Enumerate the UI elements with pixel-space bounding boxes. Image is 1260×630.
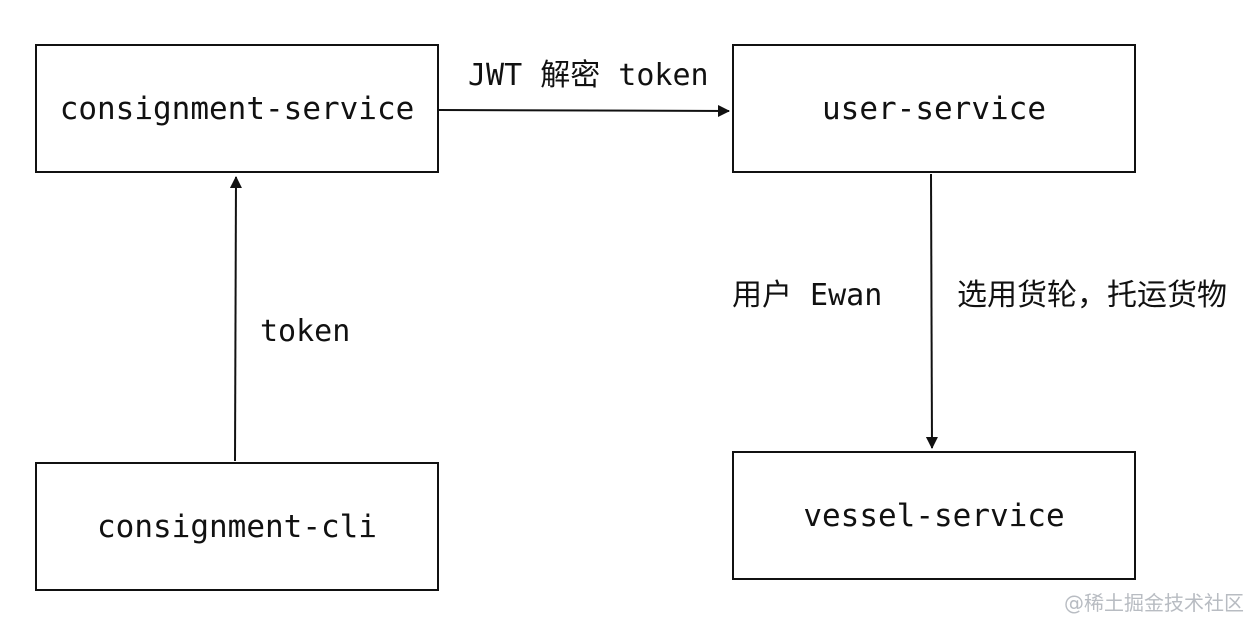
consignment-service-label: consignment-service <box>59 90 415 127</box>
arrow-consignment-cli-to-consignment-service <box>229 176 242 462</box>
vessel-service-node: vessel-service <box>732 451 1136 580</box>
select-ship-ship-goods-label: 选用货轮，托运货物 <box>957 278 1227 313</box>
user-ewan-label: 用户 Ewan <box>732 278 883 313</box>
vessel-service-label: vessel-service <box>803 497 1065 534</box>
consignment-cli-node: consignment-cli <box>35 462 439 591</box>
user-service-node: user-service <box>732 44 1136 173</box>
arrow-consignment-service-to-user-service <box>438 104 730 117</box>
jwt-decrypt-token-label: JWT 解密 token <box>468 58 709 93</box>
consignment-service-node: consignment-service <box>35 44 439 173</box>
consignment-cli-label: consignment-cli <box>97 508 377 545</box>
user-service-label: user-service <box>822 90 1046 127</box>
token-label: token <box>260 314 351 349</box>
arrow-user-service-to-vessel-service <box>925 173 938 449</box>
watermark: @稀土掘金技术社区 <box>1064 591 1244 615</box>
